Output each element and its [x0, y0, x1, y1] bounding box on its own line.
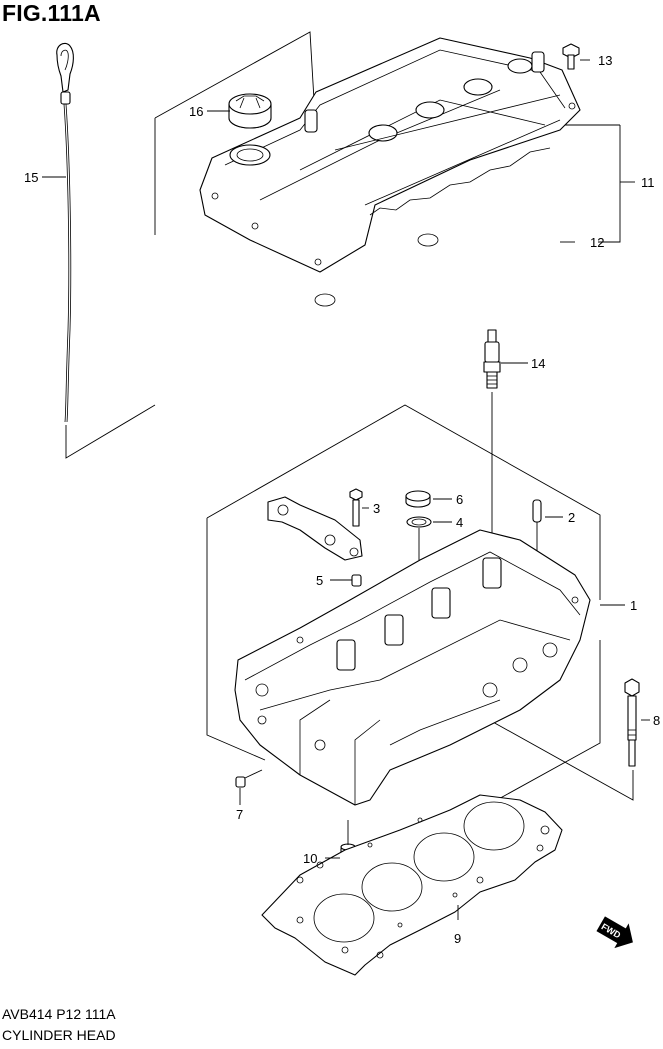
camshaft-cap — [267, 496, 363, 561]
callout-labels: 1 2 3 4 5 6 7 8 9 10 11 12 13 14 15 16 — [24, 53, 660, 946]
figure-title: FIG.111A — [2, 0, 101, 26]
sealing-washer — [406, 516, 432, 528]
oil-level-gauge — [56, 42, 74, 423]
camshaft-cap-bolt — [349, 488, 363, 527]
cover-gasket — [213, 203, 582, 414]
callout-1: 1 — [630, 598, 637, 613]
dowel-pin-upper — [351, 574, 362, 587]
callout-11: 11 — [641, 175, 655, 190]
dowel-pin-lower — [235, 769, 263, 788]
callout-leaders — [42, 59, 650, 920]
callout-15: 15 — [24, 170, 38, 185]
cylinder-head-cover — [199, 37, 581, 273]
figure-code: AVB414 P12 111A — [2, 1006, 116, 1022]
fwd-marker: FWD — [596, 916, 633, 949]
callout-9: 9 — [454, 931, 461, 946]
cylinder-head — [234, 529, 591, 806]
cylinder-head-bolt — [624, 678, 640, 767]
callout-6: 6 — [456, 492, 463, 507]
callout-13: 13 — [598, 53, 612, 68]
callout-2: 2 — [568, 510, 575, 525]
callout-12: 12 — [590, 235, 604, 250]
callout-3: 3 — [373, 501, 380, 516]
cylinder-head-plug — [532, 499, 542, 555]
callout-4: 4 — [456, 515, 463, 530]
callout-5: 5 — [316, 573, 323, 588]
callout-14: 14 — [531, 356, 545, 371]
oil-filler-cap — [228, 93, 272, 129]
cover-bolt — [562, 43, 580, 70]
callout-8: 8 — [653, 713, 660, 728]
cover-group-frame — [65, 31, 621, 459]
spark-plug — [483, 329, 501, 600]
oil-control-cap — [405, 490, 431, 508]
callout-10: 10 — [303, 851, 317, 866]
callout-7: 7 — [236, 807, 243, 822]
figure-name: CYLINDER HEAD — [2, 1027, 116, 1043]
cylinder-head-gasket — [261, 794, 563, 976]
callout-16: 16 — [189, 104, 203, 119]
